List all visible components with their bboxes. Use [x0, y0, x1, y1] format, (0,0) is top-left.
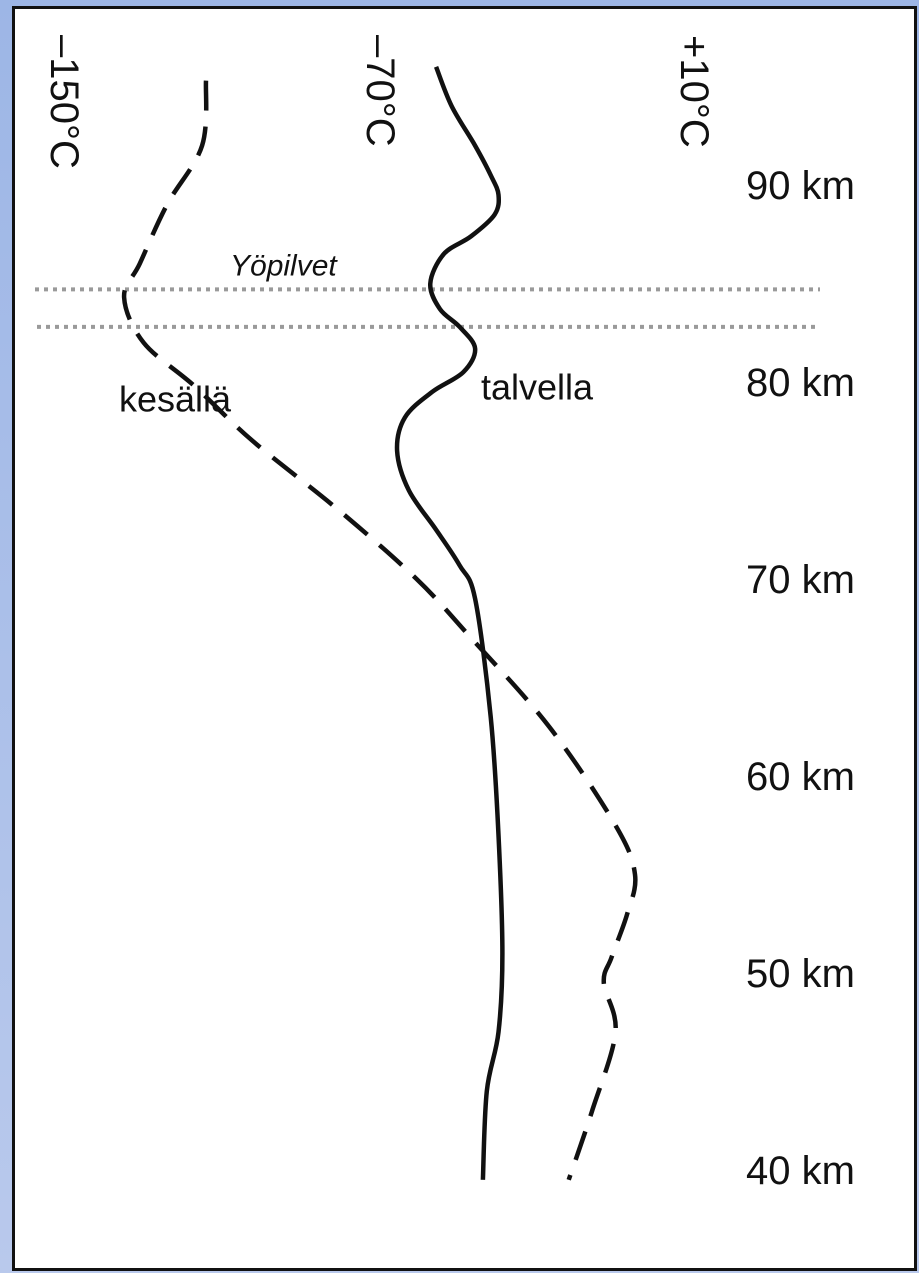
y-tick-label-50km: 50 km: [746, 952, 855, 996]
series-label-talvella: talvella: [481, 367, 594, 408]
x-tick-label-10c: +10°C: [672, 35, 716, 148]
y-tick-label-80km: 80 km: [746, 361, 855, 405]
y-tick-label-90km: 90 km: [746, 164, 855, 208]
x-tick-label-minus150c: –150°C: [42, 35, 86, 169]
band-label-yopilvet: Yöpilvet: [230, 249, 338, 282]
series-label-kesalla: kesällä: [119, 379, 232, 420]
series-line-kesalla: [121, 80, 638, 1181]
chart-frame: Yöpilvet talvella kesällä 90 km 80 km 70 km 60…: [12, 6, 917, 1271]
y-tick-label-40km: 40 km: [746, 1149, 855, 1193]
y-tick-label-60km: 60 km: [746, 755, 855, 799]
y-tick-label-70km: 70 km: [746, 558, 855, 602]
x-tick-label-minus70c: –70°C: [358, 35, 402, 147]
temperature-profile-chart: Yöpilvet talvella kesällä 90 km 80 km 70 km 60…: [35, 35, 855, 1193]
series-line-talvella: [394, 65, 505, 1180]
